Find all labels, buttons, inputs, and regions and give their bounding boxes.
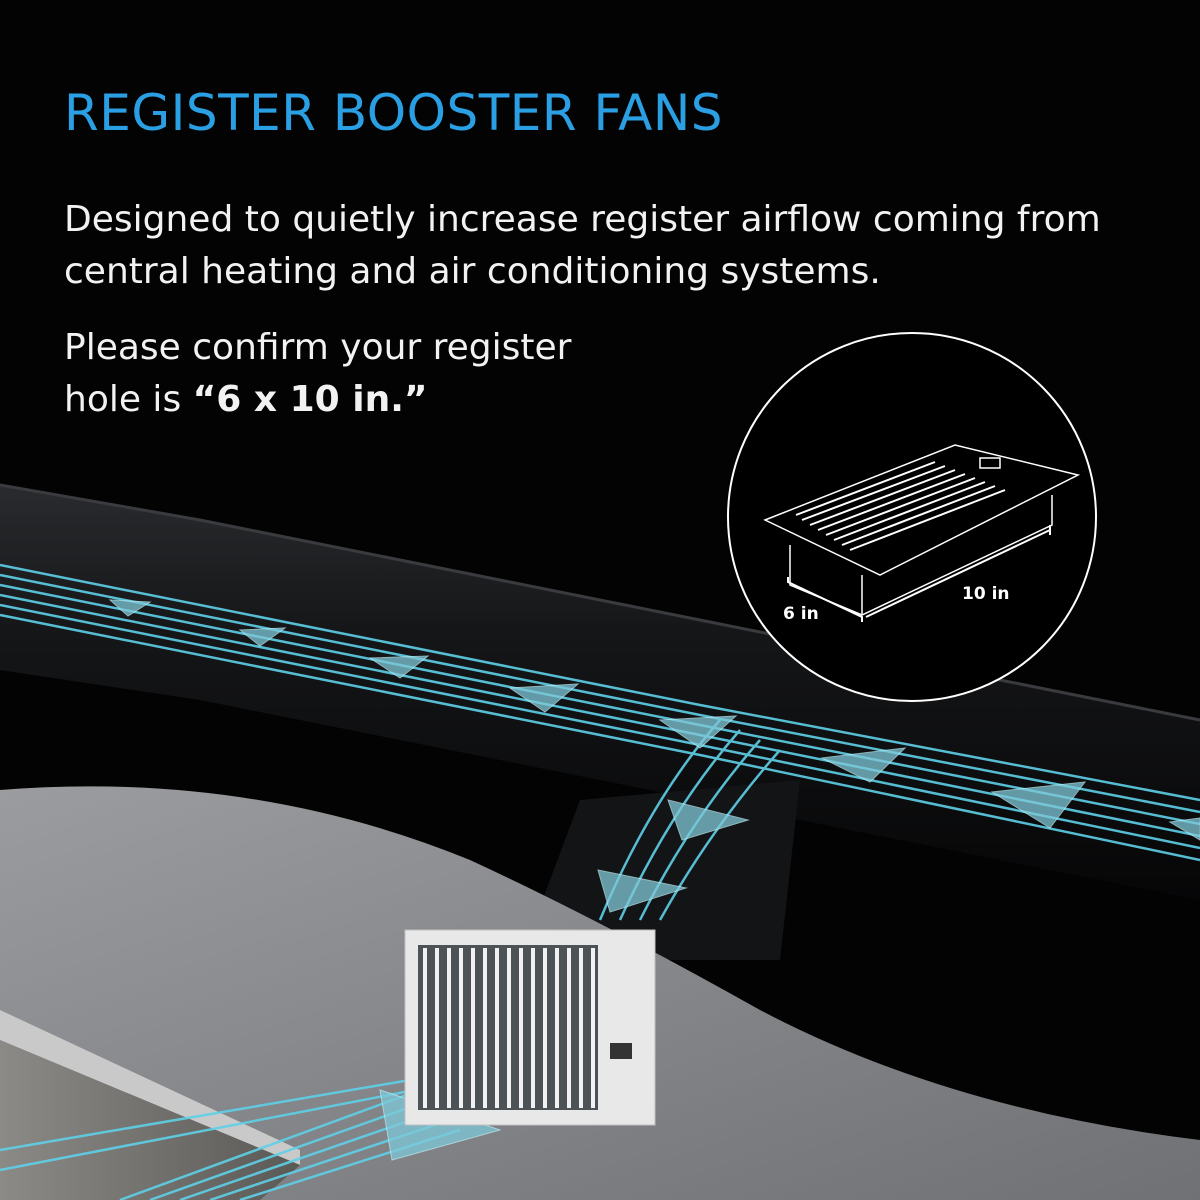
confirm-text: Please confirm your register hole is	[64, 327, 572, 420]
length-dimension-label: 10 in	[962, 584, 1010, 604]
size-confirmation: Please confirm your register hole is “6 …	[64, 322, 624, 426]
floor	[0, 1040, 300, 1200]
product-description: Designed to quietly increase register ai…	[64, 199, 1101, 292]
register-outline-drawing	[763, 444, 1081, 622]
wall-register-vent	[404, 929, 656, 1126]
page-title: REGISTER BOOSTER FANS	[64, 84, 723, 142]
confirm-size: “6 x 10 in.”	[192, 379, 428, 420]
width-dimension-label: 6 in	[783, 604, 819, 624]
